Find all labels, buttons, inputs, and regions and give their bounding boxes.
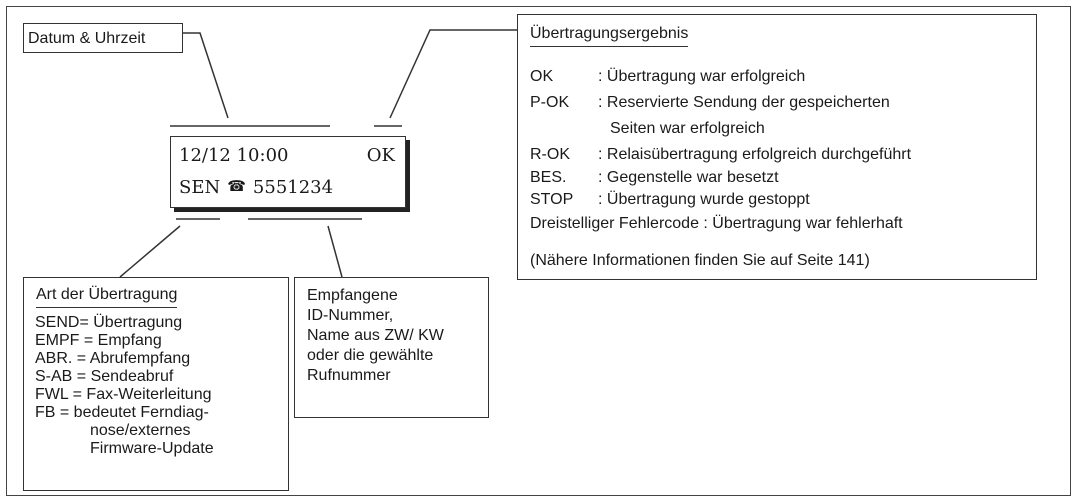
- result-code: OK: [530, 68, 554, 85]
- result-desc: : Reservierte Sendung der gespeicherten: [598, 94, 890, 111]
- result-code: P-OK: [530, 94, 570, 111]
- phone-icon: ☎: [227, 177, 246, 195]
- lcd-number: 5551234: [252, 177, 334, 198]
- result-leader-line: [389, 29, 517, 119]
- type-leader-line: [119, 225, 181, 278]
- type-line: FB = bedeutet Ferndiag-: [35, 404, 209, 421]
- diagram-frame: [6, 6, 1071, 496]
- lcd-status: OK: [366, 145, 395, 166]
- result-code: BES.: [530, 169, 567, 186]
- result-desc: : Relaisübertragung erfolgreich durchgef…: [598, 146, 912, 163]
- page-reference-note: (Nähere Informationen finden Sie auf Sei…: [530, 252, 870, 269]
- type-line: S-AB = Sendeabruf: [35, 368, 174, 385]
- lcd-row-1: 12/12 10:00 OK: [179, 145, 395, 166]
- id-leader-line: [327, 225, 343, 278]
- type-line: Firmware-Update: [90, 440, 214, 457]
- type-line: FWL = Fax-Weiterleitung: [35, 386, 212, 403]
- id-line: Name aus ZW/ KW: [307, 327, 444, 344]
- lcd-row-2: SEN ☎ 5551234: [179, 177, 395, 198]
- datetime-leader-line: [183, 32, 229, 119]
- lcd-display: 12/12 10:00 OK SEN ☎ 5551234: [170, 136, 406, 208]
- id-line: oder die gewählte: [307, 347, 434, 364]
- id-number-callout: Empfangene ID-Nummer, Name aus ZW/ KW od…: [294, 277, 489, 418]
- result-code: R-OK: [530, 146, 570, 163]
- lcd-time: 10:00: [236, 145, 289, 166]
- datetime-label: Datum & Uhrzeit: [28, 30, 146, 47]
- id-line: ID-Nummer,: [307, 307, 394, 324]
- datetime-callout: Datum & Uhrzeit: [23, 23, 183, 53]
- type-line: nose/externes: [90, 422, 191, 439]
- id-line: Rufnummer: [307, 367, 391, 384]
- result-callout: Übertragungsergebnis OK : Übertragung wa…: [517, 14, 1037, 280]
- type-line: ABR. = Abrufempfang: [35, 350, 191, 367]
- lcd-date: 12/12: [179, 145, 231, 166]
- result-title: Übertragungsergebnis: [530, 25, 689, 47]
- type-line: EMPF = Empfang: [35, 332, 162, 349]
- id-line: Empfangene: [307, 287, 398, 304]
- transmission-type-callout: Art der Übertragung SEND= Übertragung EM…: [23, 277, 289, 491]
- type-line: SEND= Übertragung: [35, 314, 183, 331]
- result-desc: : Übertragung war erfolgreich: [598, 68, 806, 85]
- result-desc: Seiten war erfolgreich: [610, 120, 765, 137]
- result-desc: : Übertragung wurde gestoppt: [598, 191, 810, 208]
- error-code-line: Dreistelliger Fehlercode : Übertragung w…: [530, 215, 903, 232]
- lcd-mode: SEN: [179, 177, 221, 198]
- transmission-type-title: Art der Übertragung: [36, 286, 178, 308]
- result-desc: : Gegenstelle war besetzt: [598, 169, 779, 186]
- result-code: STOP: [530, 191, 574, 208]
